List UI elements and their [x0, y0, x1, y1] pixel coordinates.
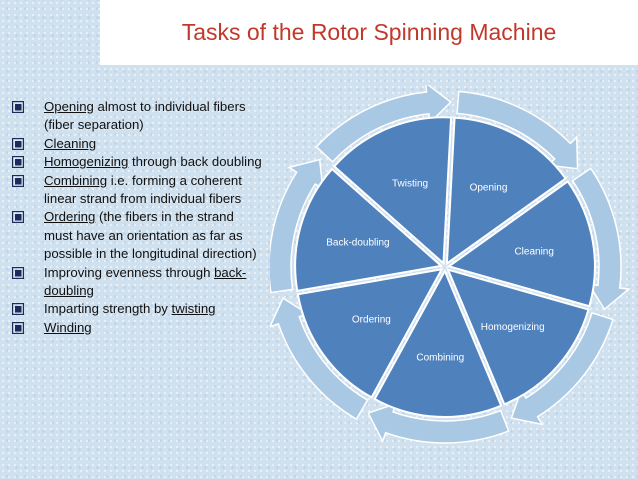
segment-twisting	[332, 116, 453, 266]
segment-homogenizing	[446, 268, 590, 406]
checkbox-icon	[12, 137, 24, 150]
cycle-arrow	[270, 158, 324, 294]
task-item-ordering: Ordering (the fibers in the strand must …	[10, 208, 262, 263]
task-keyword: Homogenizing	[44, 154, 129, 170]
checkbox-icon	[12, 321, 24, 334]
task-pre: Improving evenness through	[44, 264, 215, 280]
task-keyword: Opening	[44, 99, 94, 114]
checkbox-icon	[12, 174, 24, 187]
checkbox-icon	[12, 156, 24, 169]
checkbox-icon	[12, 303, 24, 316]
task-keyword: Winding	[44, 319, 92, 335]
task-text: (the fibers in the strand must have an o…	[44, 209, 257, 262]
task-text: almost to individual fibers (fiber separ…	[44, 99, 246, 133]
segment-back-doubling	[294, 167, 444, 293]
segment-label-ordering: Ordering	[352, 315, 391, 326]
task-item-opening: Opening almost to individual fibers (fib…	[10, 98, 262, 135]
task-keyword: back-doubling	[44, 264, 247, 299]
segment-label-cleaning: Cleaning	[514, 247, 553, 258]
cycle-arrow	[571, 167, 631, 311]
task-item-combining: Combining i.e. forming a coherent linear…	[10, 172, 262, 209]
cycle-arrow	[270, 296, 369, 421]
task-item-cleaning: Cleaning	[10, 135, 262, 153]
segment-label-back-doubling: Back-doubling	[326, 237, 389, 248]
segment-ordering	[296, 267, 444, 399]
checkbox-icon	[12, 266, 24, 279]
task-item-back-doubling: Improving evenness through back-doubling	[10, 264, 262, 301]
task-list: Opening almost to individual fibers (fib…	[10, 98, 262, 337]
cycle-arrow	[367, 402, 510, 444]
task-text: through back doubling	[128, 154, 262, 170]
segment-combining	[373, 268, 503, 418]
checkbox-icon	[12, 211, 24, 224]
cycle-arrow	[315, 85, 452, 163]
cycle-arrow	[510, 312, 614, 426]
task-text: i.e. forming a coherent linear strand fr…	[44, 172, 242, 207]
task-keyword: Ordering	[44, 209, 96, 225]
task-item-winding: Winding	[10, 319, 262, 337]
segment-label-twisting: Twisting	[392, 179, 428, 190]
task-item-twisting: Imparting strength by twisting	[10, 300, 262, 318]
task-keyword: twisting	[171, 301, 216, 317]
task-keyword: Combining	[44, 172, 108, 188]
cycle-arrow	[456, 90, 579, 170]
segment-cleaning	[446, 179, 596, 308]
segment-opening	[445, 116, 568, 266]
segment-label-homogenizing: Homogenizing	[481, 322, 545, 333]
segment-label-opening: Opening	[470, 183, 508, 194]
segment-label-combining: Combining	[416, 352, 464, 363]
task-item-homogenizing: Homogenizing through back doubling	[10, 153, 262, 171]
task-keyword: Cleaning	[44, 135, 97, 151]
page-title: Tasks of the Rotor Spinning Machine	[181, 19, 557, 45]
checkbox-icon	[12, 101, 24, 113]
title-bar: Tasks of the Rotor Spinning Machine	[100, 0, 638, 65]
task-pre: Imparting strength by	[44, 301, 172, 317]
